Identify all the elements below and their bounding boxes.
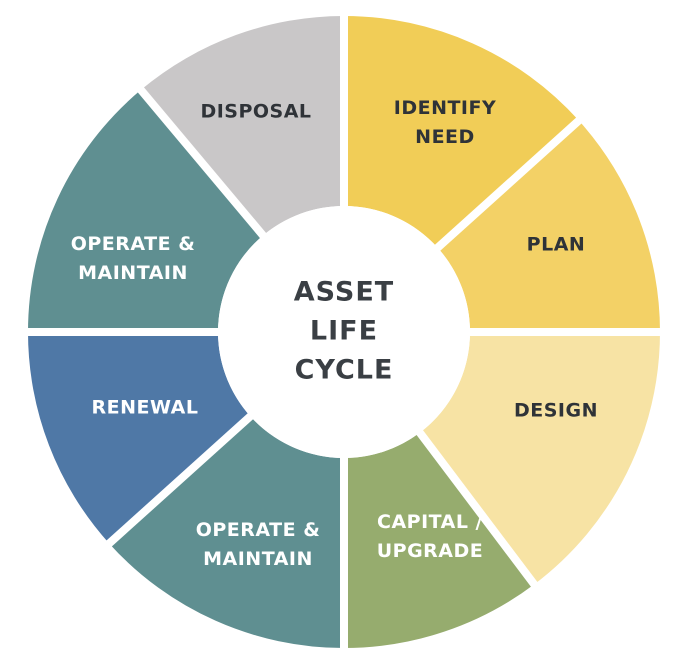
segment-label-capital-upgrade: CAPITAL / <box>377 511 483 533</box>
segment-label-capital-upgrade: UPGRADE <box>377 540 484 562</box>
segment-identify-need <box>344 16 579 248</box>
segment-divider <box>414 427 540 590</box>
center-title-line: LIFE <box>310 316 378 347</box>
segment-label-operate-maintain-left: MAINTAIN <box>78 262 188 284</box>
segment-operate-maintain-left <box>28 89 264 332</box>
segment-label-design: DESIGN <box>514 400 598 422</box>
segment-label-identify-need: NEED <box>415 126 475 148</box>
center-title-line: ASSET <box>294 277 394 308</box>
center-title-line: CYCLE <box>295 355 394 386</box>
segment-plan <box>437 120 660 333</box>
segment-divider <box>135 84 269 242</box>
center-hub <box>218 206 470 458</box>
segment-label-operate-maintain-bottom: OPERATE & <box>196 519 321 541</box>
segment-renewal <box>28 332 251 544</box>
segment-label-plan: PLAN <box>527 234 586 256</box>
segment-disposal <box>140 16 344 236</box>
segment-design <box>419 332 660 585</box>
segment-label-identify-need: IDENTIFY <box>394 97 497 119</box>
segment-label-renewal: RENEWAL <box>92 397 199 419</box>
segment-label-operate-maintain-left: OPERATE & <box>71 233 196 255</box>
segment-divider <box>103 410 257 550</box>
segment-label-disposal: DISPOSAL <box>200 101 311 123</box>
segment-label-operate-maintain-bottom: MAINTAIN <box>203 548 313 570</box>
segment-operate-maintain-bottom <box>109 416 345 648</box>
segment-capital-upgrade <box>344 432 535 648</box>
segment-divider <box>431 114 585 254</box>
